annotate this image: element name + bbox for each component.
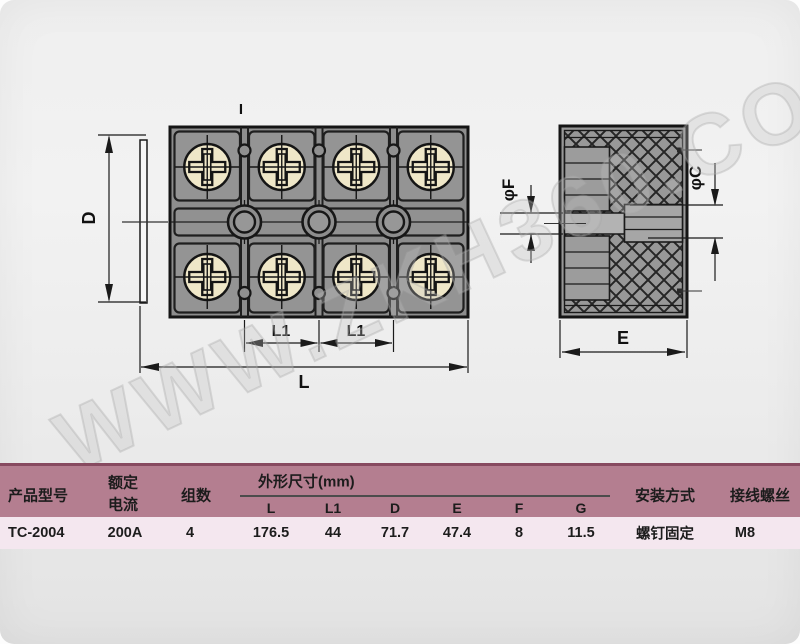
value-F: 8 [514,525,524,541]
value-current: 200A [107,525,143,541]
section-mark: I [239,101,243,118]
dim-C [630,163,723,281]
dim-L-label: L [299,372,310,392]
header-current-line1: 额定 [107,474,139,492]
header-dim-D: D [389,500,401,516]
dim-L1 [243,320,395,352]
header-mounting: 安装方式 [634,487,696,505]
dim-L1-left-label: L1 [272,323,291,340]
spec-table-row: TC-2004 200A 4 176.5 44 71.7 47.4 8 11.5… [0,517,800,549]
value-mounting: 螺钉固定 [636,526,694,543]
dim-E [559,320,688,358]
header-dim-E: E [452,500,462,516]
dim-F [500,185,563,263]
screws [175,135,463,309]
dim-D-label: D [79,212,99,225]
dim-L1-right-label: L1 [347,323,366,340]
value-groups: 4 [185,525,195,541]
value-L: 176.5 [252,525,290,541]
header-dim-F: F [514,500,524,516]
divider-rings [226,200,412,244]
dim-F-label: φF [499,179,518,202]
terminal-block-drawing: I [79,101,723,392]
header-groups: 组数 [180,487,212,505]
conductor-bar [623,203,684,243]
front-view: I [79,101,470,392]
value-E: 47.4 [442,525,472,541]
header-dims-group: 外形尺寸(mm) [258,473,355,491]
header-current-line2: 电流 [107,496,139,514]
header-dim-G: G [575,500,587,516]
value-L1: 44 [324,525,342,541]
value-D: 71.7 [380,525,410,541]
pilot-holes [237,143,401,301]
header-dim-L1: L1 [324,500,342,516]
clamp-plates [563,146,611,301]
header-dim-L: L [266,500,276,516]
side-view: φF φC E [499,124,723,358]
dims-underline [240,495,610,497]
dim-E-label: E [617,328,629,348]
dim-L [139,306,469,373]
spec-table-header: 产品型号 额定 电流 组数 外形尺寸(mm) L L1 D E F G 安装方式… [0,463,800,520]
value-screw: M8 [734,525,756,541]
header-model: 产品型号 [8,487,69,505]
header-screw: 接线螺丝 [729,487,791,505]
dim-D [98,134,146,303]
value-model: TC-2004 [8,525,65,541]
edge-ticks [677,147,702,294]
value-G: 11.5 [567,525,595,541]
spec-table: 产品型号 额定 电流 组数 外形尺寸(mm) L L1 D E F G 安装方式… [0,463,800,549]
dim-C-label: φC [686,166,705,190]
